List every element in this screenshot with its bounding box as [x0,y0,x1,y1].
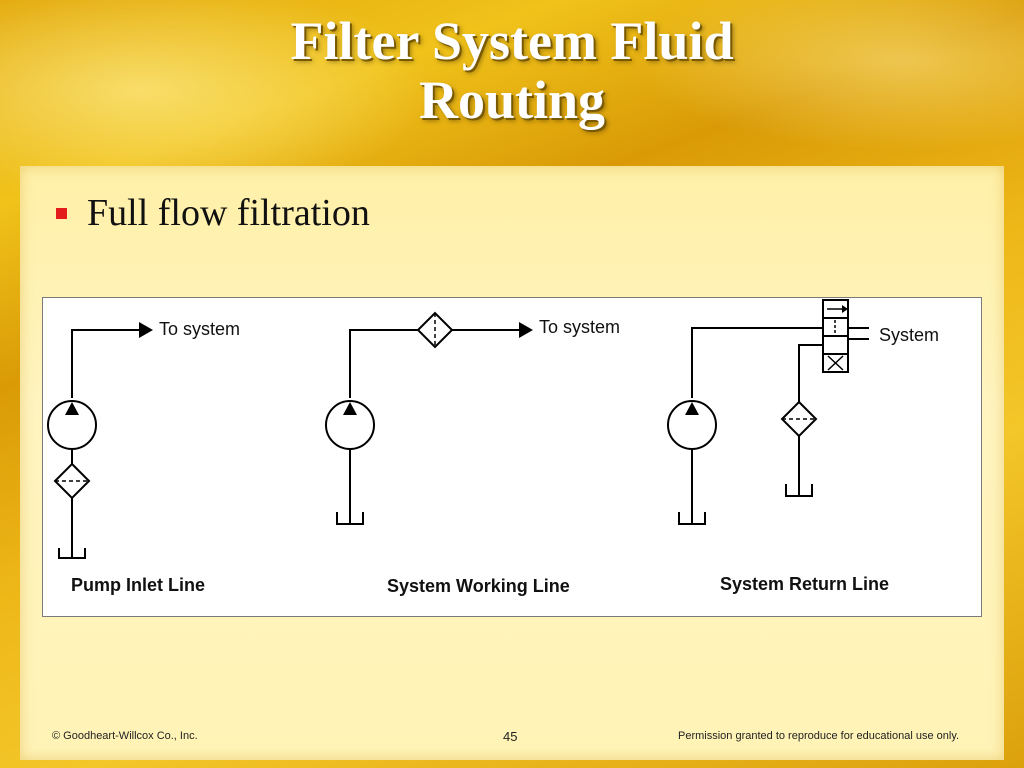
title-line-2: Routing [418,70,606,131]
pump-inlet-to-system-label: To system [159,319,241,339]
system-working-circuit [325,311,533,525]
hydraulic-diagram: To system To system System Pump Inlet Li… [42,297,982,617]
bullet-item: Full flow filtration [56,190,370,236]
pump-inlet-line [71,329,139,398]
title-line-1: Filter System Fluid [290,11,734,71]
working-line [349,329,418,398]
reservoir-icon [336,512,364,525]
pump-arrow-icon [685,402,699,415]
pump-inlet-circuit [47,322,153,559]
bullet-square-icon [56,207,67,219]
copyright-footer: © Goodheart-Willcox Co., Inc. [52,730,198,742]
system-working-caption: System Working Line [387,576,570,596]
bullet-text: Full flow filtration [87,192,370,234]
pump-inlet-caption: Pump Inlet Line [71,575,206,595]
diagram-drawing [47,299,869,559]
slide-title: Filter System Fluid Routing [0,11,1024,131]
pump-arrow-icon [343,402,357,415]
page-number: 45 [503,729,518,744]
return-pressure-line [691,327,823,398]
reservoir-icon [785,484,813,497]
return-system-label: System [879,325,940,345]
working-to-system-label: To system [539,317,621,337]
reservoir-icon [58,548,86,559]
flow-arrow-icon [519,322,533,338]
system-return-caption: System Return Line [720,574,890,594]
system-return-circuit [667,299,869,525]
permission-footer: Permission granted to reproduce for educ… [678,730,960,742]
reservoir-icon [678,512,706,525]
pump-arrow-icon [65,402,79,415]
flow-arrow-icon [139,322,153,338]
